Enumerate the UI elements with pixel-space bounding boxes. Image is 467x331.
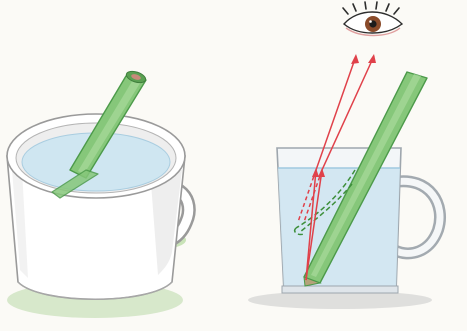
green-straw [51,70,147,199]
glass-shadow [248,291,432,309]
glass-straw [303,71,428,287]
ray-1-arrowhead [351,54,359,64]
left-mug-scene [6,70,196,318]
eye-icon [342,1,404,37]
ray-2-arrowhead [368,54,376,63]
right-glass-scene [248,1,446,309]
apparent-straw-image [293,169,356,236]
